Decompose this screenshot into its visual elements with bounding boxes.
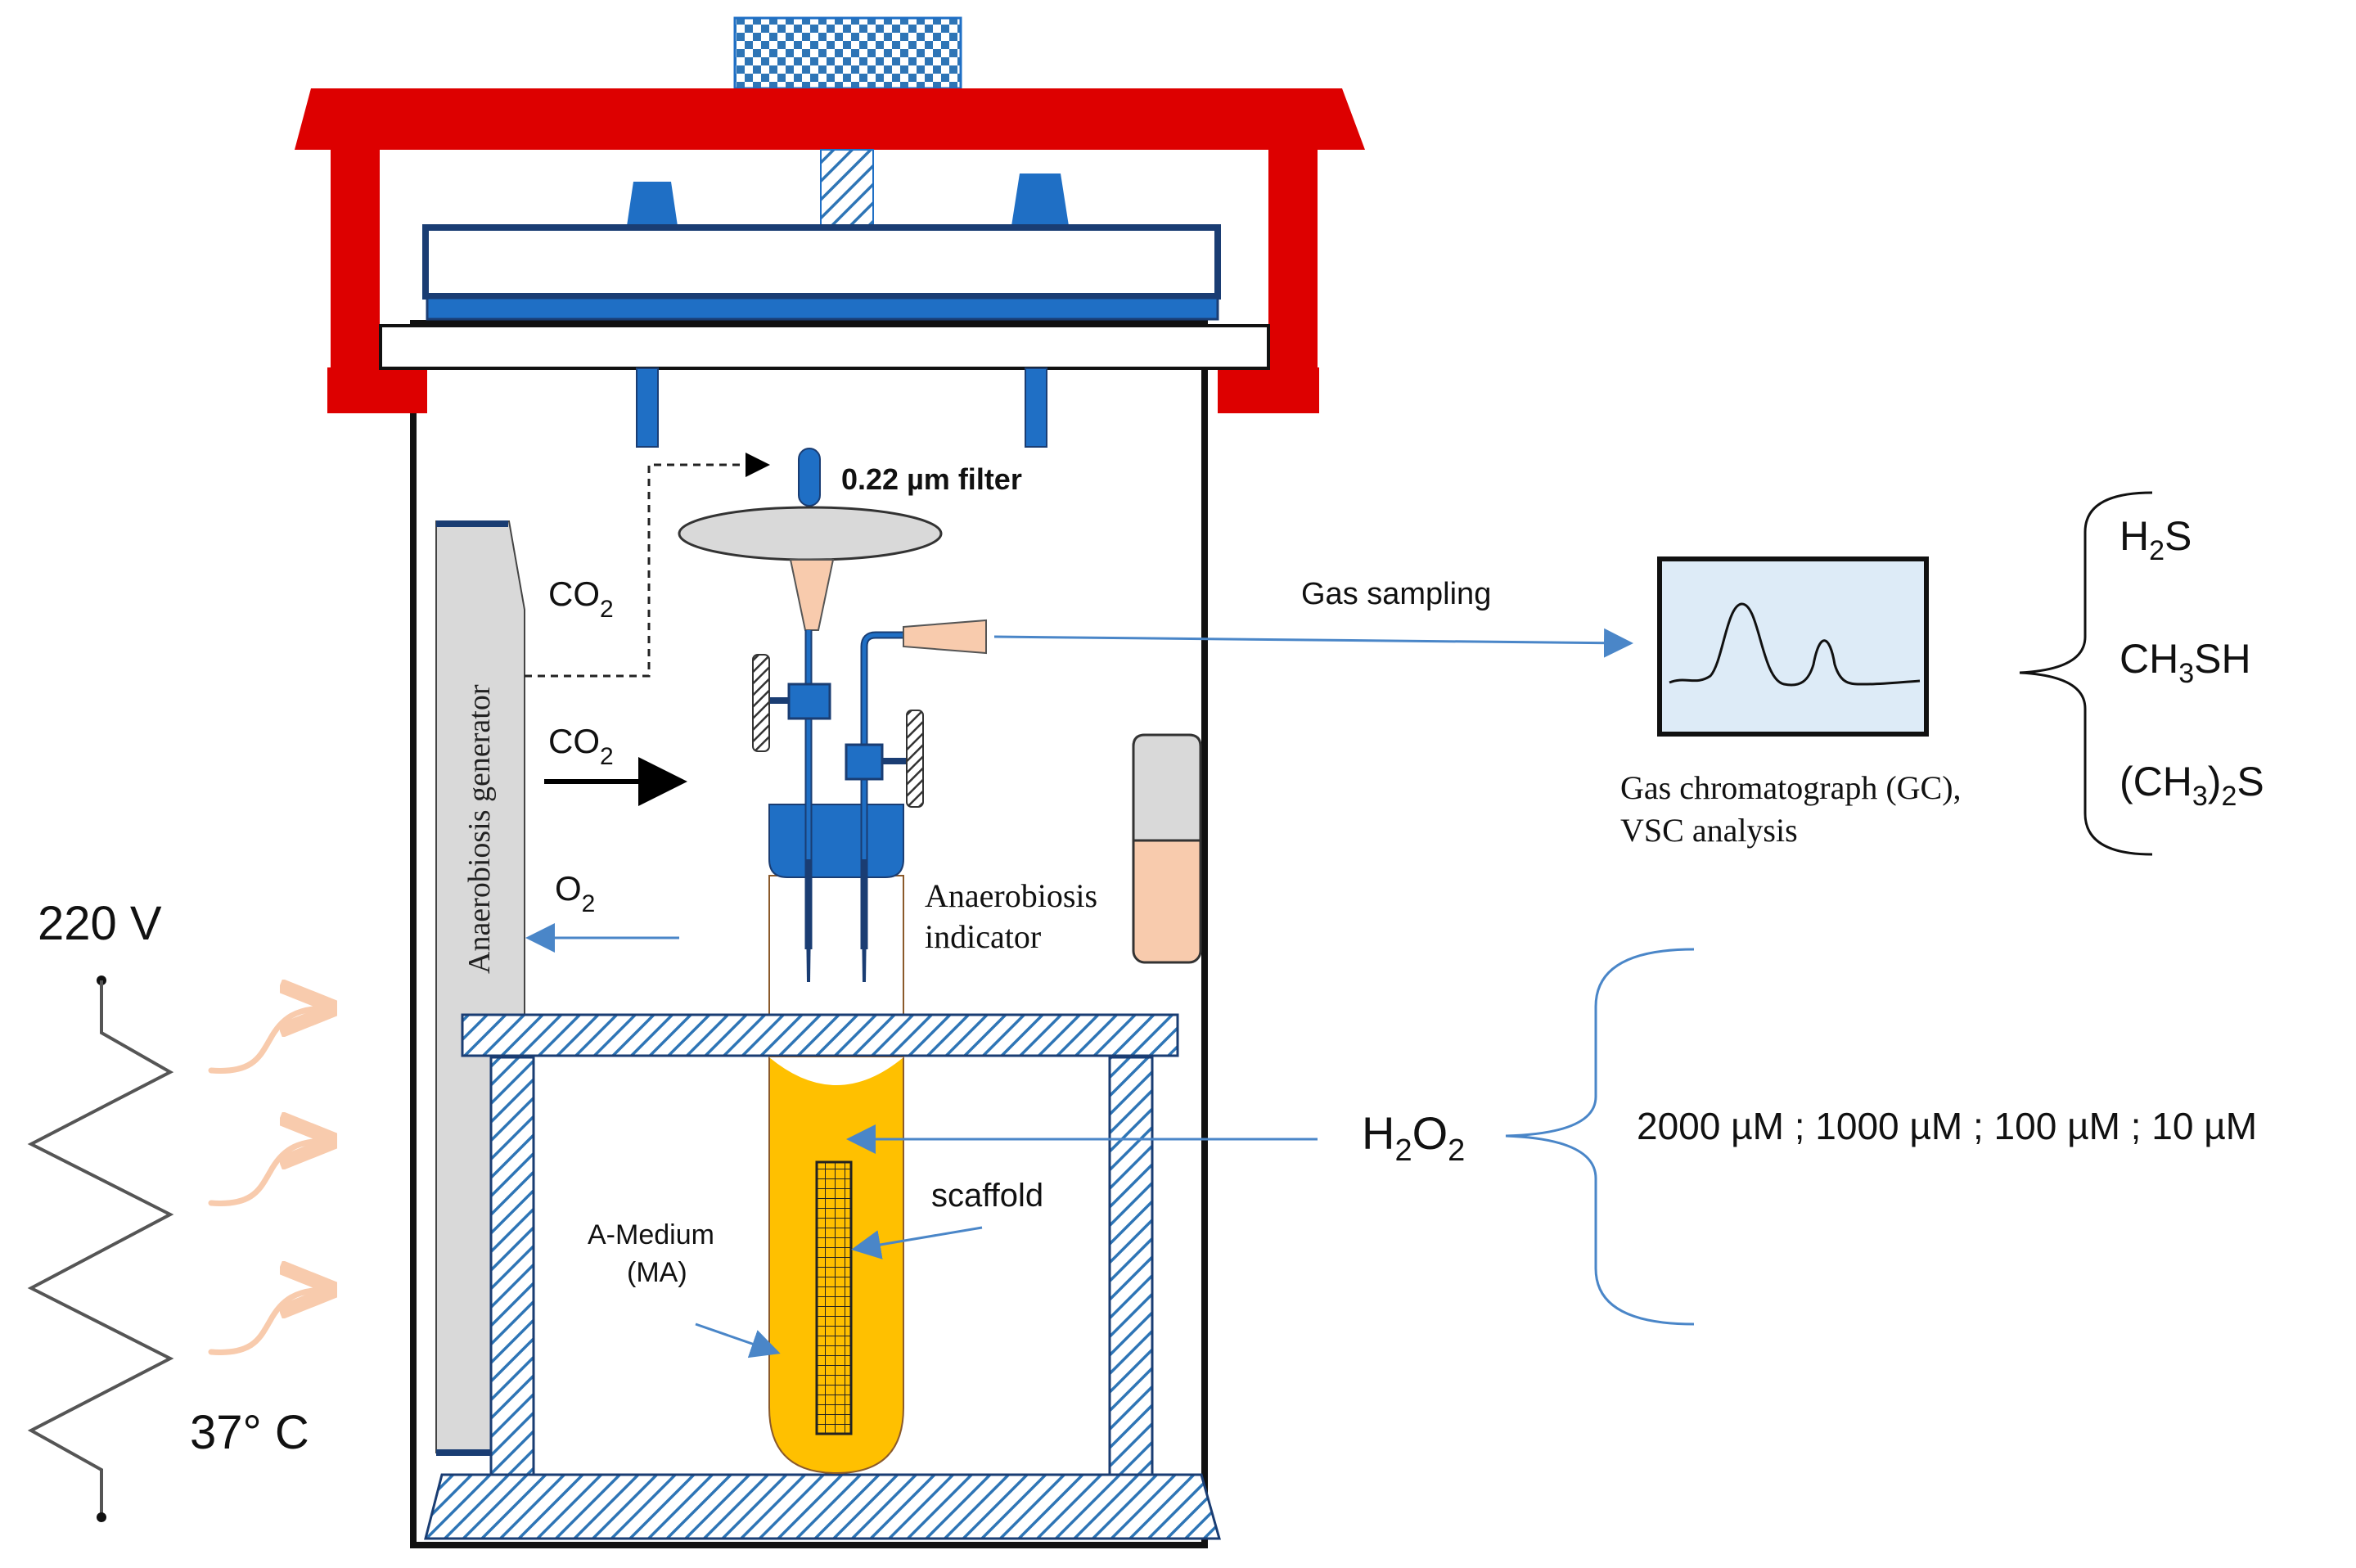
vsc-dms: (CH3)2S <box>2119 759 2264 812</box>
vsc-brace <box>2019 491 2153 856</box>
scaffold <box>815 1160 853 1435</box>
lid-screw <box>820 149 874 226</box>
rack-leg-left <box>489 1056 535 1476</box>
gc-trace-icon <box>1669 602 1921 687</box>
co2-dashed-line <box>525 453 770 678</box>
scaffold-label: scaffold <box>931 1178 1043 1214</box>
co2-mid-label: CO2 <box>548 722 614 770</box>
lid-blue-strip <box>426 296 1219 321</box>
tube-upper <box>768 875 904 1016</box>
vsc-ch3sh: CH3SH <box>2119 636 2251 689</box>
filter-disc <box>678 506 943 561</box>
clip-right <box>1011 173 1069 226</box>
vsc-h2s: H2S <box>2119 513 2192 566</box>
filter-cone <box>789 559 835 631</box>
bolt-right <box>1025 367 1047 448</box>
voltage-label: 220 V <box>38 897 162 950</box>
gc-screen <box>1657 556 1929 737</box>
valve-left-knob <box>752 654 770 752</box>
rack-leg-right <box>1108 1056 1154 1476</box>
heat-wave-icon <box>208 1141 326 1206</box>
gc-label: Gas chromatograph (GC),VSC analysis <box>1620 769 1962 849</box>
scaffold-arrow <box>851 1226 983 1259</box>
medium-arrow <box>695 1322 781 1358</box>
temperature-label: 37° C <box>190 1406 309 1459</box>
lid-right-leg <box>1268 150 1318 371</box>
bolt-left <box>636 367 659 448</box>
rack-top <box>461 1013 1179 1057</box>
filter-tip <box>798 448 821 507</box>
generator-label: Anaerobiosis generator <box>462 684 497 974</box>
filter-label: 0.22 µm filter <box>841 462 1022 496</box>
h2o2-label: H2O2 <box>1362 1107 1465 1168</box>
heat-wave-icon <box>208 1008 326 1074</box>
lid-plate <box>379 324 1270 370</box>
heat-wave-icon <box>208 1290 326 1355</box>
sampling-port <box>903 619 987 655</box>
concentrations-label: 2000 µM ; 1000 µM ; 100 µM ; 10 µM <box>1637 1105 2257 1147</box>
h2o2-brace <box>1505 948 1695 1326</box>
gas-sampling-label: Gas sampling <box>1301 577 1491 611</box>
stopper <box>768 804 904 878</box>
heater-coil-icon <box>27 980 174 1517</box>
clip-left <box>627 182 678 226</box>
lid-left-foot <box>327 367 427 413</box>
lid-inner-frame <box>422 224 1221 300</box>
co2-top-label: CO2 <box>548 574 614 623</box>
valve-right <box>845 743 884 781</box>
rack-base <box>424 1473 1221 1540</box>
valve-left <box>787 683 831 720</box>
o2-label: O2 <box>555 869 595 917</box>
valve-right-knob <box>906 710 924 808</box>
lid-knob <box>733 16 962 90</box>
lid-right-foot <box>1218 367 1319 413</box>
lid-left-leg <box>331 150 380 371</box>
lid-top <box>295 88 1365 150</box>
medium-label: A-Medium(MA) <box>588 1219 714 1288</box>
gas-sampling-line <box>993 628 1633 658</box>
